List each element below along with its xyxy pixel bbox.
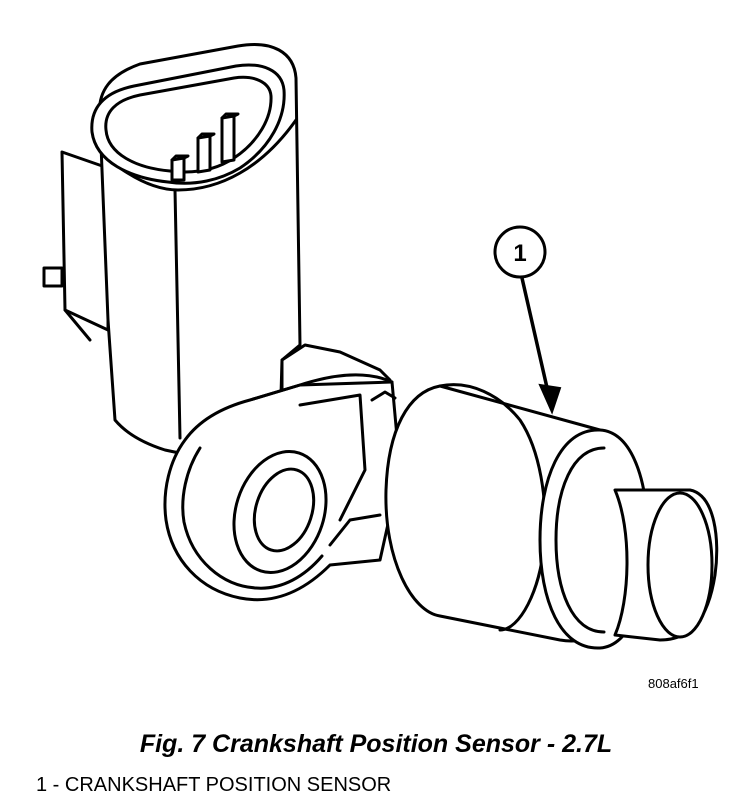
connector-pin-3 [220, 114, 236, 164]
figure-caption: Fig. 7 Crankshaft Position Sensor - 2.7L [139, 730, 613, 758]
figure-reference-code: 808af6f1 [648, 676, 699, 691]
sensor-illustration: 1 [42, 43, 719, 650]
sensor-tip-face [646, 491, 714, 639]
callout-1: 1 [493, 225, 562, 415]
callout-leader [520, 277, 550, 393]
connector-pin-stub [42, 266, 64, 288]
connector-pin-2 [196, 134, 212, 174]
legend-item: 1 - CRANKSHAFT POSITION SENSOR [36, 774, 392, 796]
connector-pin-1 [170, 156, 186, 182]
callout-circle [493, 225, 547, 279]
connector-body-ridge [173, 188, 182, 440]
arrowhead-icon [538, 383, 562, 415]
callout-number: 1 [513, 240, 526, 267]
mounting-hole-inner [252, 467, 316, 553]
